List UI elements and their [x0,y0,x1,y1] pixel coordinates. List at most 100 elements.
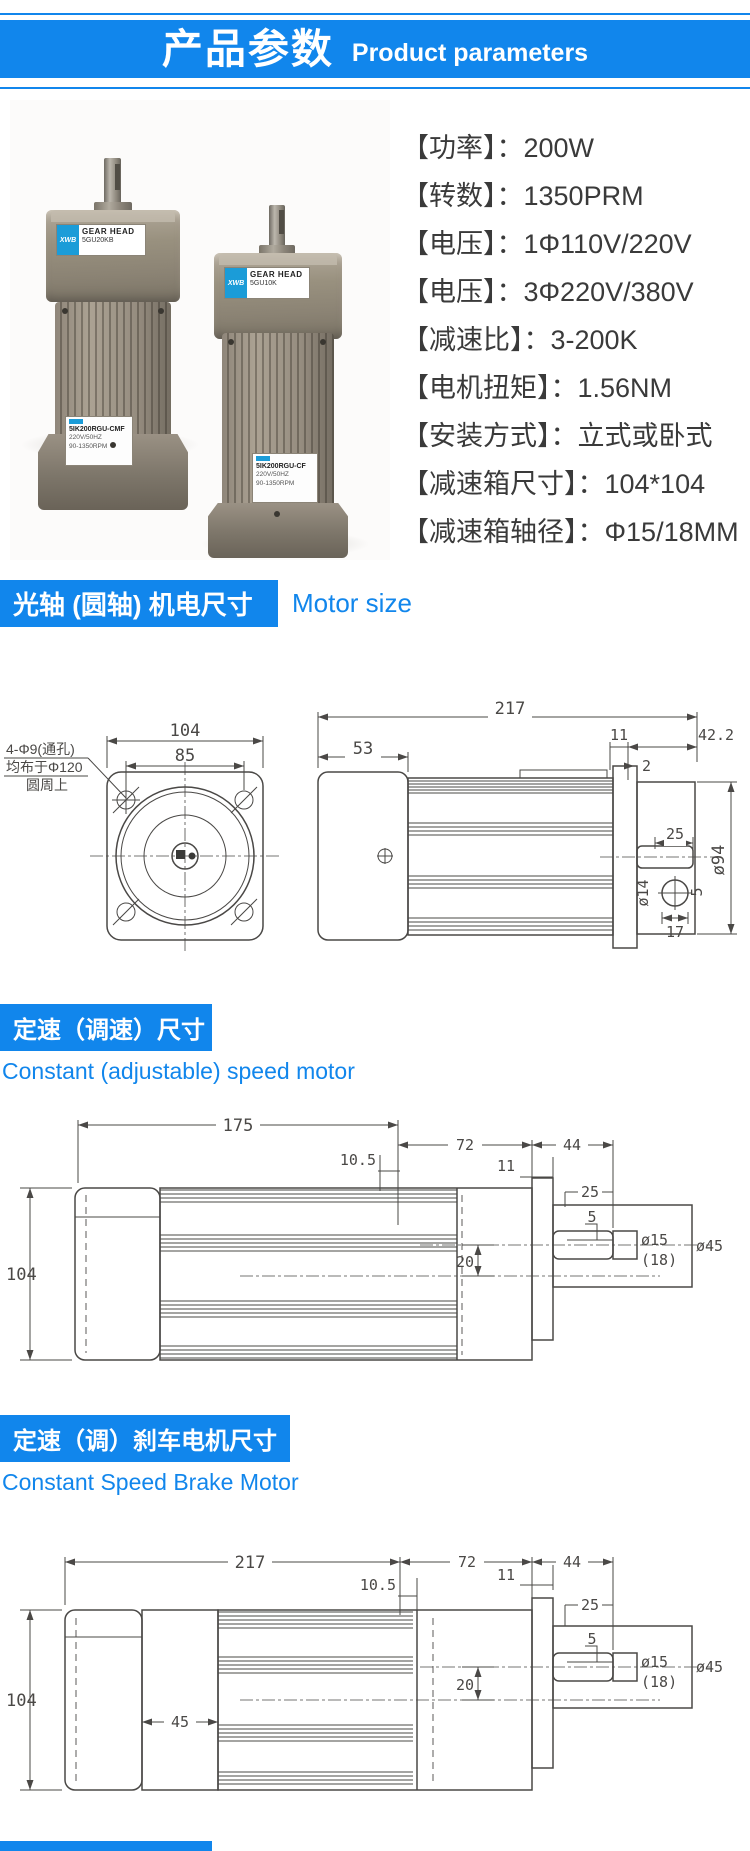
motor-fins [218,1611,413,1785]
page-title-banner: 产品参数 Product parameters [0,20,750,78]
bolt-hole-note-3: 圆周上 [26,777,68,793]
spec-voltage-1ph: 【电压】：1Φ110V/220V [402,229,692,259]
left-gearhead-label: XWB GEAR HEAD 5GU20KB [56,224,146,256]
section-brake-motor-header: 定速（调）刹车电机尺寸 [0,1415,290,1462]
brand-logo: XWB [225,268,247,298]
shaft-key-marker [176,850,185,859]
dim-front: 44 [563,1136,581,1154]
left-motor-photo: XWB GEAR HEAD 5GU20KB 5IK200RGU-CMF 220V… [38,158,188,510]
dim-shaft-length: 25 [581,1596,599,1614]
spec-power: 【功率】：200W [402,133,595,163]
label-brand-bar [69,419,83,424]
page-title-en: Product parameters [351,38,589,67]
screw [274,511,280,517]
dim-shaft-diameter: ø15 [641,1653,668,1671]
dim-bolt-span: 85 [175,746,195,766]
dim-shaft-diameter: ø14 [634,879,652,906]
product-photos: XWB GEAR HEAD 5GU20KB 5IK200RGU-CMF 220V… [10,100,390,560]
dim-shaft-diameter: ø15 [641,1231,668,1249]
dim-lip: 10.5 [340,1151,376,1169]
flange-front-view: 104 85 4-Φ9(通孔) 均布于Φ120 圆周上 [4,721,280,952]
section3-title: 定速（调）刹车电机尺寸 [13,1428,277,1455]
shaft-center-dot [188,852,196,860]
brand-logo: XWB [57,225,79,255]
body-label-speed: 90-1350RPM [69,442,108,450]
dim-rear-length: 42.2 [698,726,734,744]
drawing-motor-size: 104 85 4-Φ9(通孔) 均布于Φ120 圆周上 [4,699,737,952]
next-section-bar [0,1841,212,1851]
dimensions [20,1120,614,1361]
spec-torque: 【电机扭矩】：1.56NM [402,373,673,403]
right-motor-photo: XWB GEAR HEAD 5GU10K 5IK200RGU-CF 220V/5… [208,205,348,558]
left-motor-body [55,302,171,438]
dim-flange-thickness: 11 [497,1566,515,1584]
screw [320,339,326,345]
dim-body-diameter: ø94 [709,845,729,876]
section1-title: 光轴 (圆轴) 机电尺寸 [13,590,253,620]
screw [228,339,234,345]
label-brand-bar [256,456,270,461]
spec-list: 【功率】：200W 【转数】：1350PRM 【电压】：1Φ110V/220V … [402,124,742,556]
body-label-model: 5IK200RGU-CF [256,463,306,470]
motor-fins [160,1189,457,1359]
dim-shaft-alt: (18) [641,1251,677,1269]
drawing-constant-speed-motor: 175 10.5 104 72 44 11 25 5 ø15 (18) ø45 … [6,1116,723,1361]
section2-title: 定速（调速）尺寸 [13,1017,205,1044]
screw [158,308,164,314]
gearhead-label-model: 5GU20KB [82,237,114,244]
right-gearhead-label: XWB GEAR HEAD 5GU10K [224,267,310,299]
dim-front: 44 [563,1553,581,1571]
section1-subtitle: Motor size [292,588,412,618]
left-motor-gearhead [46,210,180,302]
bolt-hole-note-2: 均布于Φ120 [6,759,83,775]
banner-underline [0,87,750,89]
dim-total-length: 217 [495,699,526,719]
spec-ratio: 【减速比】：3-200K [402,325,638,355]
dim-flange-thickness: 11 [610,726,628,744]
dimensions [20,1557,614,1791]
dim-two: 2 [642,757,651,775]
top-accent-line [0,13,750,15]
body-label-speed: 90-1350RPM [256,479,295,487]
dim-height: 104 [6,1265,37,1285]
dim-shaft-length: 25 [581,1183,599,1201]
screw [62,308,68,314]
dim-offset: 20 [456,1253,474,1271]
gearhead-label-title: GEAR HEAD [250,270,303,279]
dim-height: 104 [6,1691,37,1711]
dim-shaft-length: 25 [666,825,684,843]
section2-subtitle: Constant (adjustable) speed motor [2,1058,355,1084]
spec-gearbox-size: 【减速箱尺寸】：104*104 [402,469,706,499]
motor-outline [74,1177,710,1361]
drawing-brake-motor: 217 10.5 104 45 72 44 11 25 5 ø15 (18) ø… [6,1553,723,1791]
screw [110,442,116,448]
spec-shaft-dia: 【减速箱轴径】：Φ15/18MM [402,517,739,547]
dim-key-length: 17 [666,923,684,941]
dim-flange-thickness: 11 [497,1157,515,1175]
dim-shaft-alt: (18) [641,1673,677,1691]
left-motor-keyway [115,164,120,190]
left-body-label: 5IK200RGU-CMF 220V/50HZ 90-1350RPM [65,416,133,466]
dim-total-length: 217 [235,1553,266,1573]
body-label-voltage: 220V/50HZ [256,471,289,479]
dim-key: 5 [587,1630,596,1648]
dim-key-depth: 5 [688,887,706,896]
spec-speed: 【转数】：1350PRM [402,181,644,211]
motor-fins [408,780,613,931]
body-label-model: 5IK200RGU-CMF [69,426,125,433]
dim-output-diameter: ø45 [696,1237,723,1255]
dim-output-diameter: ø45 [696,1658,723,1676]
motor-side-view: 217 53 11 42.2 2 25 17 ø14 5 ø94 [317,699,737,949]
dim-key: 5 [587,1208,596,1226]
front-view-dimensions [4,736,264,799]
section-constant-speed-header: 定速（调速）尺寸 [0,1004,212,1051]
section-motor-size-header: 光轴 (圆轴) 机电尺寸 [0,580,278,627]
flange-bolt-holes [112,786,258,926]
spec-voltage-3ph: 【电压】：3Φ220V/380V [402,277,694,307]
dim-total-length: 175 [223,1116,254,1136]
gearhead-label-model: 5GU10K [250,280,277,287]
dim-lip: 10.5 [360,1576,396,1594]
bolt-hole-note-1: 4-Φ9(通孔) [6,741,75,757]
dim-rear-housing: 72 [456,1136,474,1154]
